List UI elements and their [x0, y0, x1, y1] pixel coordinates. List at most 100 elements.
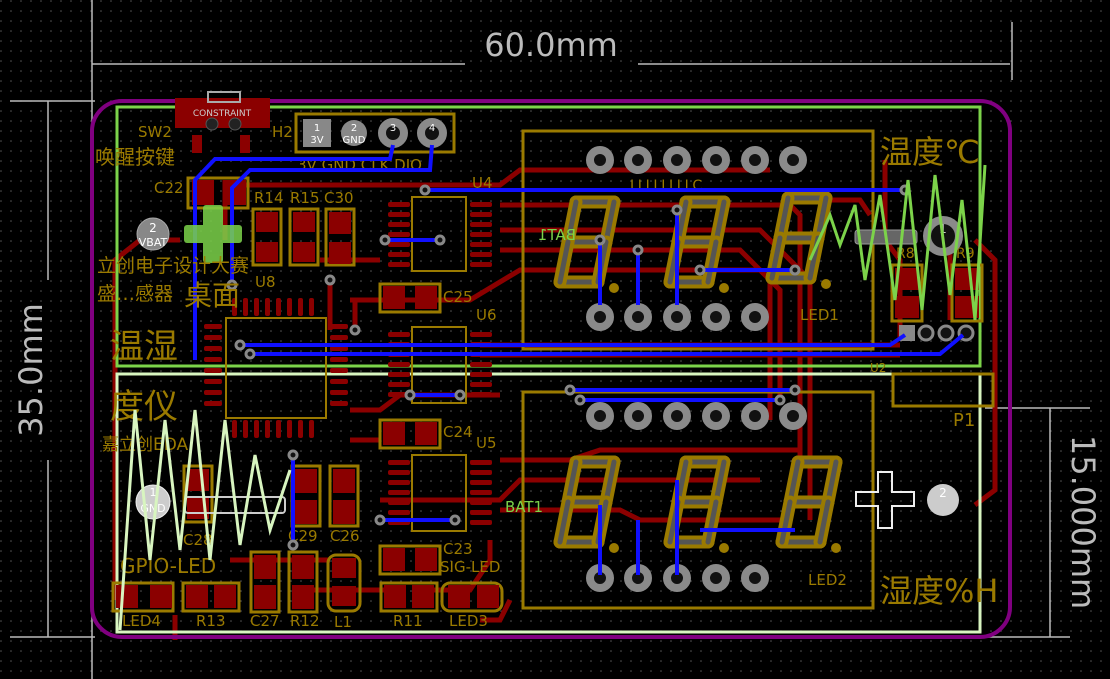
- led-pin-pad[interactable]: [741, 402, 769, 430]
- led-pin-pad[interactable]: [702, 303, 730, 331]
- led3: [440, 581, 504, 613]
- dimension-subheight[interactable]: 15.000mm: [985, 407, 1102, 638]
- segment-inner: [603, 459, 617, 505]
- ic-pin: [330, 401, 348, 406]
- decimal-point: [609, 543, 619, 553]
- via: [594, 234, 606, 246]
- c27-label: C27: [250, 612, 280, 630]
- h2-pin-3[interactable]: [378, 118, 408, 148]
- r12: [287, 550, 319, 614]
- led-pin-pad[interactable]: [624, 303, 652, 331]
- decimal-point: [831, 543, 841, 553]
- c26: [328, 464, 360, 528]
- led-pin-pad[interactable]: [663, 146, 691, 174]
- vbat-pad[interactable]: 2 VBAT: [136, 217, 170, 251]
- u6-chip: [411, 326, 467, 404]
- c22-label: C22: [154, 179, 184, 197]
- via: [449, 514, 461, 526]
- segment-inner: [705, 499, 719, 545]
- h2-header[interactable]: H2 1 3V 2 GND 3 4 3V GND CLK DIO: [272, 112, 456, 174]
- h2-pin-1[interactable]: [303, 119, 331, 147]
- sensor-label: 盛…感器: [97, 283, 173, 305]
- ic-pin: [470, 222, 492, 227]
- led-pin-pad[interactable]: [586, 146, 614, 174]
- led-pin-pad[interactable]: [702, 146, 730, 174]
- segment-inner: [777, 195, 791, 241]
- dimension-width-label: 60.0mm: [484, 26, 618, 64]
- h2-pin-4[interactable]: [417, 118, 447, 148]
- led-pin-pad[interactable]: [741, 303, 769, 331]
- dimension-height[interactable]: 35.0mm: [10, 100, 95, 638]
- crosshair-top[interactable]: [184, 205, 242, 263]
- led-pin-pad[interactable]: [702, 402, 730, 430]
- ic-pin: [470, 262, 492, 267]
- led-pin-pad[interactable]: [586, 402, 614, 430]
- led-pin-pad[interactable]: [779, 402, 807, 430]
- title-line-1: 温湿: [110, 327, 178, 367]
- segment-inner: [825, 459, 839, 505]
- led-pin-pad[interactable]: [741, 564, 769, 592]
- ic-pin: [388, 460, 410, 465]
- led-pin-pad[interactable]: [624, 146, 652, 174]
- ic-pin: [204, 346, 222, 351]
- ic-pin: [287, 420, 292, 438]
- led2-label: LED2: [808, 571, 847, 589]
- ic-pin: [470, 500, 492, 505]
- smd-parts[interactable]: C22 R14 R15 C30 C25 C24 C23 SIG-LED C28 …: [111, 176, 984, 631]
- segment-inner: [817, 499, 831, 545]
- via: [419, 184, 431, 196]
- ic-pin: [330, 324, 348, 329]
- sw2-switch[interactable]: CONSTRAINT SW2: [138, 91, 270, 153]
- led-pin-pad[interactable]: [624, 402, 652, 430]
- via: [632, 244, 644, 256]
- via: [574, 394, 586, 406]
- c30-label: C30: [324, 189, 354, 207]
- c24: [378, 418, 442, 450]
- led-pin-pad[interactable]: [741, 146, 769, 174]
- led-pin-pad[interactable]: [779, 146, 807, 174]
- h2-pin-2[interactable]: [341, 120, 367, 146]
- segment-inner: [787, 459, 801, 505]
- ic-pin: [298, 420, 303, 438]
- l1-label: L1: [334, 613, 352, 631]
- ic-pin: [243, 298, 248, 316]
- ic-pin: [388, 212, 410, 217]
- u2-label: U2: [870, 361, 886, 375]
- ic-pin: [330, 379, 348, 384]
- ic-pin: [287, 298, 292, 316]
- segment-inner: [565, 199, 579, 245]
- led-pin-pad[interactable]: [702, 564, 730, 592]
- c24-label: C24: [443, 423, 473, 441]
- ic-pin: [330, 357, 348, 362]
- led-pin-pad[interactable]: [663, 303, 691, 331]
- led3-label: LED3: [449, 612, 488, 630]
- ic-pin: [265, 298, 270, 316]
- ic-pin: [388, 242, 410, 247]
- led-pin-pad[interactable]: [586, 303, 614, 331]
- ic-pin: [388, 500, 410, 505]
- ic-pin: [204, 335, 222, 340]
- gnd-pad[interactable]: 1 GND: [135, 484, 171, 520]
- u8-label: U8: [255, 273, 276, 291]
- crosshair-bottom[interactable]: [855, 471, 915, 529]
- ic-pin: [388, 480, 410, 485]
- r8: [890, 263, 924, 323]
- ic-pin: [388, 510, 410, 515]
- ic-pin: [232, 298, 237, 316]
- ic-pin: [330, 335, 348, 340]
- region-bottom[interactable]: [115, 372, 982, 634]
- via: [374, 514, 386, 526]
- p1-pad-2[interactable]: 2: [927, 484, 959, 516]
- segment-inner: [779, 499, 793, 545]
- ic-pin: [204, 357, 222, 362]
- segment-inner: [705, 239, 719, 285]
- ic-pin: [470, 252, 492, 257]
- u5-chip: [411, 454, 467, 532]
- battery-spring-bottom: [118, 409, 292, 631]
- board-outline[interactable]: [90, 99, 1012, 639]
- p1-label: P1: [953, 410, 975, 431]
- pin-number: 1: [314, 123, 320, 134]
- led-pin-pad[interactable]: [663, 402, 691, 430]
- dimension-width[interactable]: 60.0mm: [91, 0, 1013, 679]
